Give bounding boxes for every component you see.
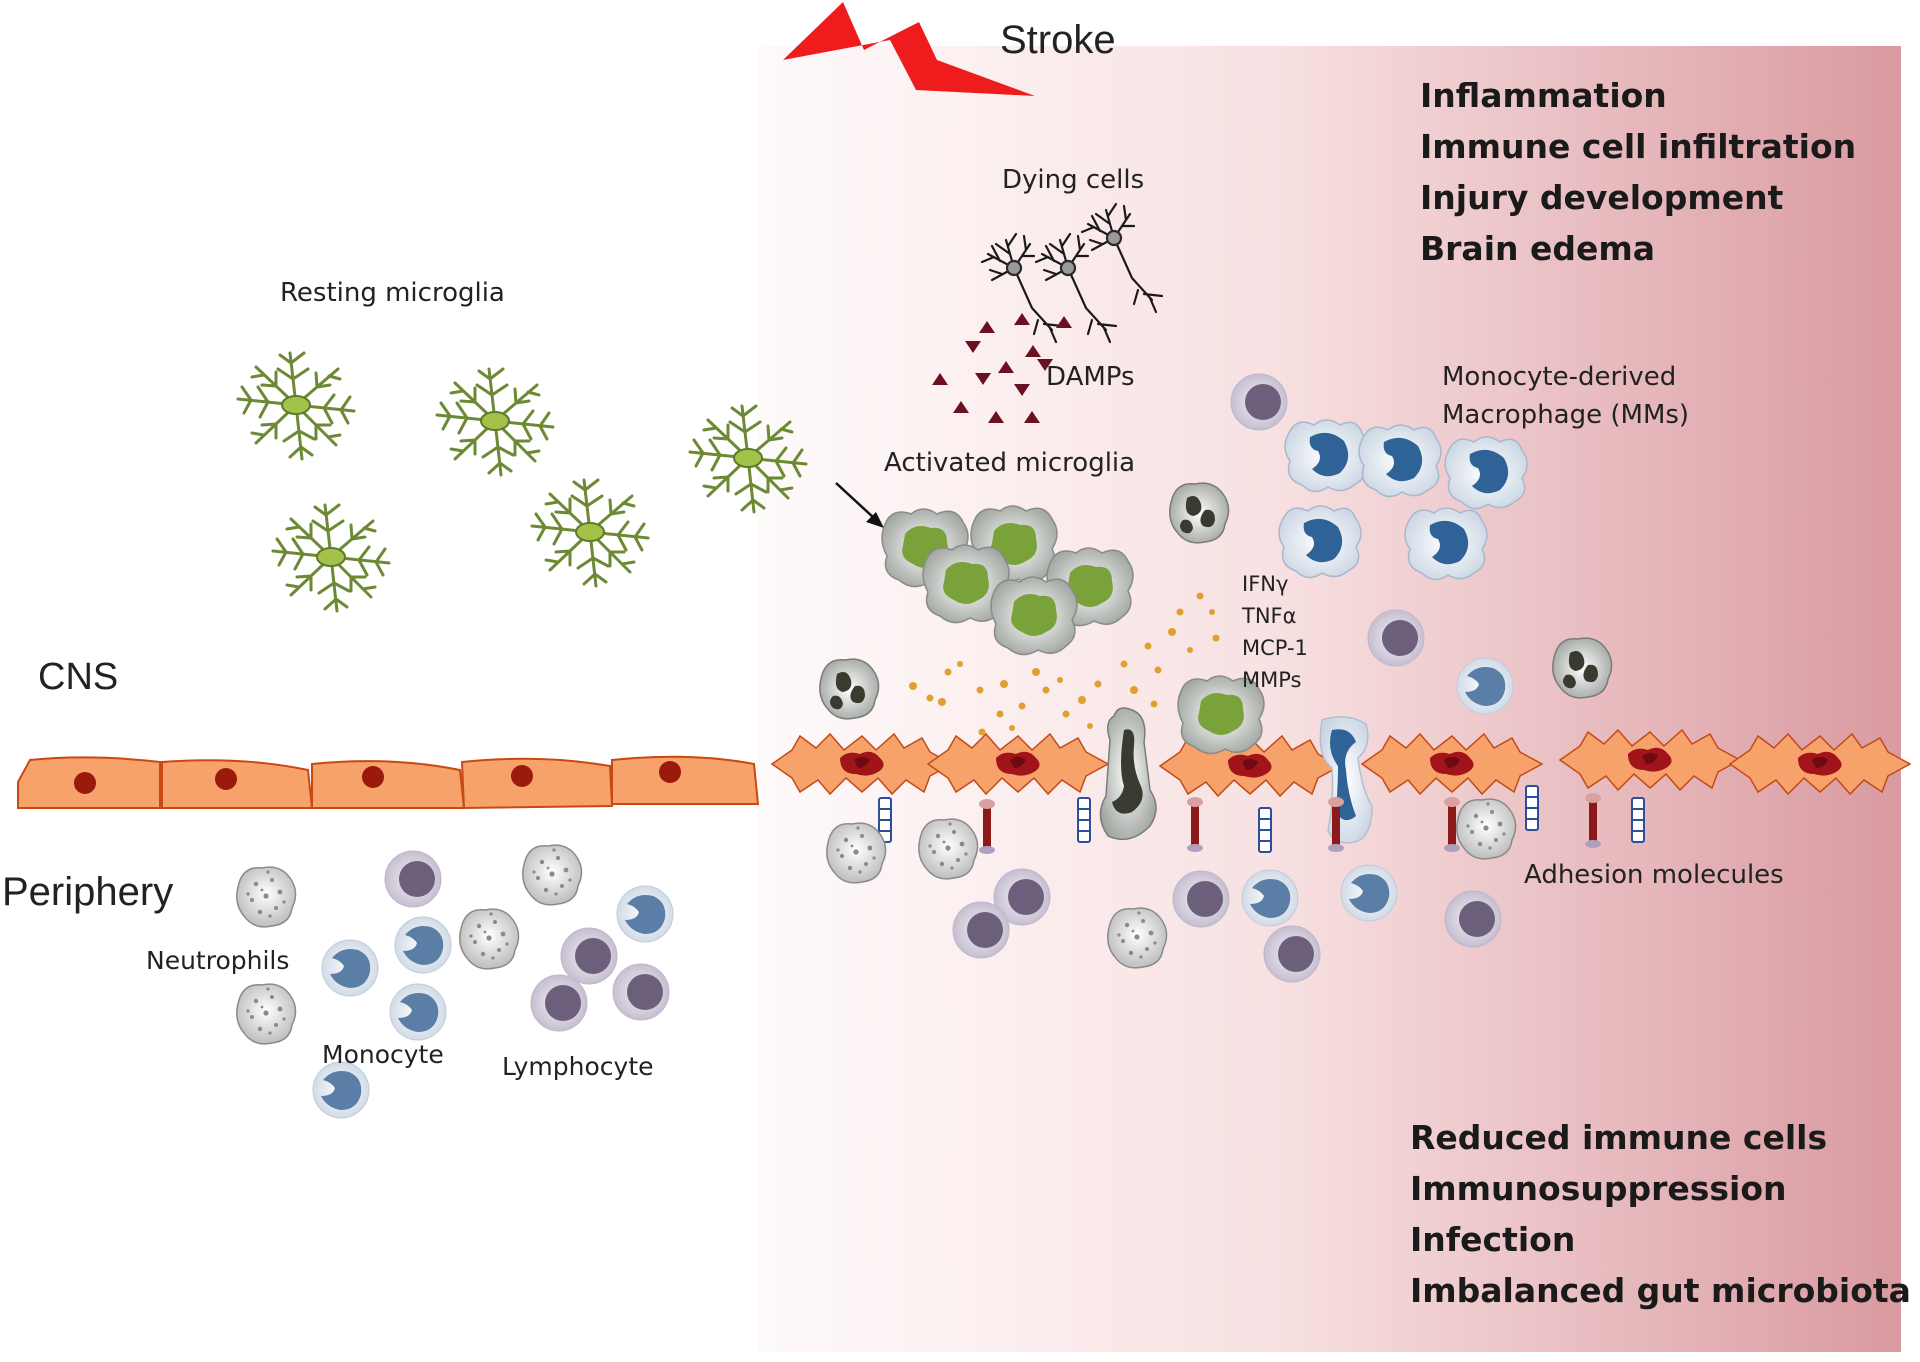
mm-label-line1: Monocyte-derived [1442, 362, 1677, 392]
cns-label: CNS [38, 656, 119, 698]
dying-cells-label: Dying cells [1002, 165, 1145, 195]
activated-microglia-label: Activated microglia [884, 448, 1136, 478]
diagram-title: Stroke [1000, 18, 1116, 62]
cytokine-particles [909, 592, 1220, 736]
resting-microglia-label: Resting microglia [280, 278, 505, 308]
resting-microglia [236, 351, 808, 613]
cytokine-mmps: MMPs [1242, 668, 1302, 692]
lightning-bolt-icon [783, 2, 1035, 96]
adhesion-molecules-label: Adhesion molecules [1524, 860, 1784, 890]
stroke-region-panel [757, 46, 1901, 1352]
periphery-effect-4: Imbalanced gut microbiota [1410, 1271, 1911, 1310]
cns-effect-2: Immune cell infiltration [1420, 127, 1857, 166]
cns-effect-1: Inflammation [1420, 76, 1667, 115]
cytokine-tnfa: TNFα [1242, 604, 1297, 628]
damps-label: DAMPs [1046, 362, 1135, 392]
cytokine-mcp1: MCP-1 [1242, 636, 1308, 660]
lymphocyte-label: Lymphocyte [502, 1052, 654, 1081]
endothelium [17, 729, 1911, 810]
cytokine-ifng: IFNγ [1242, 572, 1289, 596]
endothelial-cell-healthy [17, 755, 760, 810]
cns-effect-4: Brain edema [1420, 229, 1656, 268]
periphery-effect-2: Immunosuppression [1410, 1169, 1787, 1208]
transmigrating-neutrophil [1099, 707, 1157, 841]
neutrophils-label: Neutrophils [146, 946, 290, 975]
periphery-effect-3: Infection [1410, 1220, 1576, 1259]
cns-effect-3: Injury development [1420, 178, 1784, 217]
damps-particles [932, 313, 1072, 423]
periphery-effect-1: Reduced immune cells [1410, 1118, 1828, 1157]
monocyte-label: Monocyte [322, 1040, 444, 1069]
mm-label-line2: Macrophage (MMs) [1442, 400, 1690, 430]
periphery-label: Periphery [2, 870, 174, 914]
activation-arrow [835, 482, 884, 528]
